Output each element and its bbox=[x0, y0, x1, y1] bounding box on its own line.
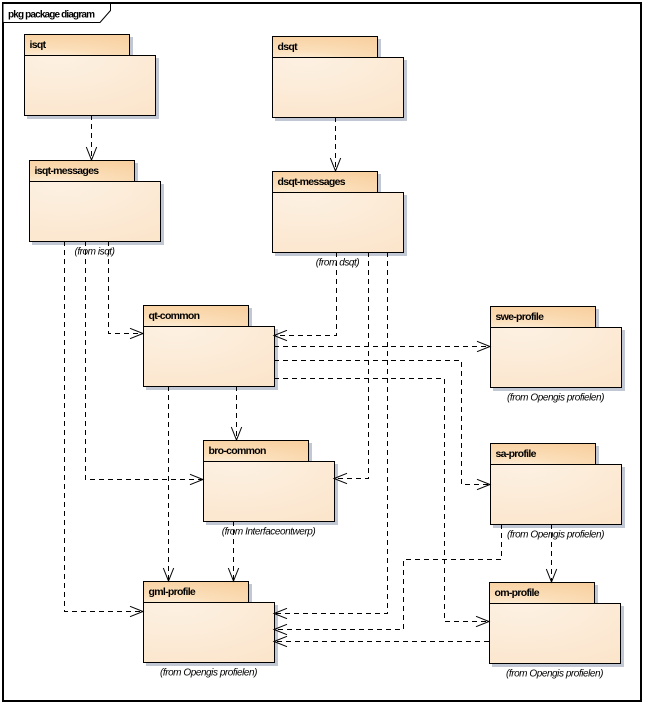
svg-text:bro-common: bro-common bbox=[209, 445, 266, 457]
svg-text:(from dsqt): (from dsqt) bbox=[316, 258, 360, 269]
svg-text:sa-profile: sa-profile bbox=[496, 448, 537, 460]
svg-text:dsqt: dsqt bbox=[278, 41, 299, 53]
svg-text:qt-common: qt-common bbox=[149, 310, 200, 322]
svg-text:(from Opengis profielen): (from Opengis profielen) bbox=[507, 530, 604, 541]
svg-text:om-profile: om-profile bbox=[495, 587, 540, 599]
svg-text:isqt-messages: isqt-messages bbox=[35, 165, 100, 177]
svg-text:(from Interfaceontwerp): (from Interfaceontwerp) bbox=[222, 527, 316, 538]
svg-text:(from Opengis profielen): (from Opengis profielen) bbox=[160, 668, 257, 679]
svg-text:swe-profile: swe-profile bbox=[496, 311, 545, 323]
svg-text:isqt: isqt bbox=[30, 39, 47, 51]
svg-text:(from Opengis profielen): (from Opengis profielen) bbox=[506, 669, 603, 680]
svg-text:(from isqt): (from isqt) bbox=[74, 247, 114, 258]
svg-text:(from Opengis profielen): (from Opengis profielen) bbox=[507, 393, 604, 404]
svg-text:pkg package diagram: pkg package diagram bbox=[8, 10, 95, 21]
svg-text:dsqt-messages: dsqt-messages bbox=[278, 176, 346, 188]
svg-text:gml-profile: gml-profile bbox=[149, 586, 196, 598]
